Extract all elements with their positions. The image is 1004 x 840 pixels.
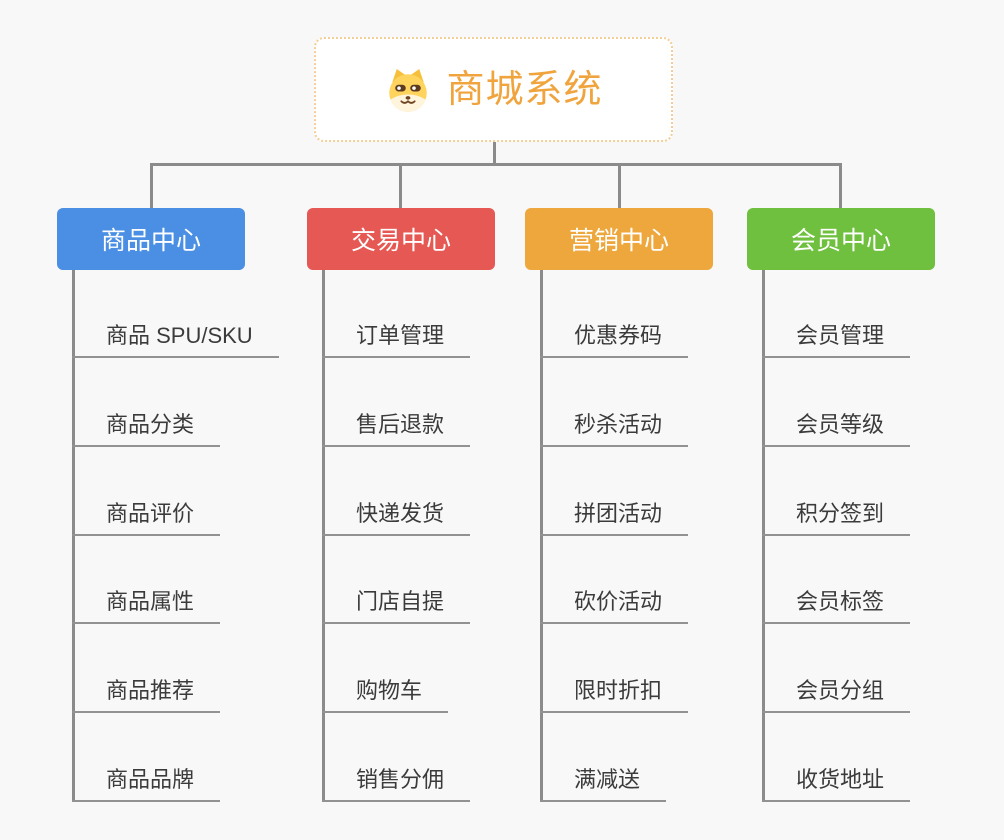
branch-drop-line: [839, 163, 842, 210]
subtopic-item[interactable]: 门店自提: [322, 588, 471, 624]
subtopic-item[interactable]: 秒杀活动: [540, 411, 689, 447]
branch-drop-line: [150, 163, 153, 210]
subtopic-item[interactable]: 满减送: [540, 766, 667, 802]
subtopic-item[interactable]: 商品属性: [72, 588, 221, 624]
branch-node-product-center[interactable]: 商品中心: [57, 208, 245, 270]
dog-face-icon: [389, 68, 428, 112]
subtopic-item[interactable]: 购物车: [322, 677, 449, 713]
subtopic-spine-line: [762, 270, 765, 802]
subtopic-item[interactable]: 砍价活动: [540, 588, 689, 624]
subtopic-spine-line: [322, 270, 325, 802]
subtopic-item[interactable]: 销售分佣: [322, 766, 471, 802]
subtopic-item[interactable]: 会员等级: [762, 411, 911, 447]
subtopic-item[interactable]: 商品 SPU/SKU: [72, 322, 279, 358]
subtopic-item[interactable]: 会员分组: [762, 677, 911, 713]
subtopic-spine-line: [72, 270, 75, 802]
root-topic[interactable]: 商城系统: [314, 37, 673, 142]
branch-drop-line: [399, 163, 402, 210]
branch-node-trade-center[interactable]: 交易中心: [307, 208, 495, 270]
subtopic-item[interactable]: 积分签到: [762, 500, 911, 536]
branch-node-member-center[interactable]: 会员中心: [747, 208, 935, 270]
subtopic-item[interactable]: 拼团活动: [540, 500, 689, 536]
subtopic-item[interactable]: 商品评价: [72, 500, 221, 536]
branch-node-marketing-center[interactable]: 营销中心: [525, 208, 713, 270]
root-title: 商城系统: [446, 68, 603, 111]
subtopic-item[interactable]: 会员标签: [762, 588, 911, 624]
subtopic-item[interactable]: 收货地址: [762, 766, 911, 802]
subtopic-item[interactable]: 快递发货: [322, 500, 471, 536]
subtopic-item[interactable]: 优惠券码: [540, 322, 689, 358]
branch-bus-line: [150, 163, 842, 166]
subtopic-item[interactable]: 订单管理: [322, 322, 471, 358]
subtopic-item[interactable]: 商品推荐: [72, 677, 221, 713]
subtopic-item[interactable]: 售后退款: [322, 411, 471, 447]
subtopic-item[interactable]: 商品品牌: [72, 766, 221, 802]
root-connector-line: [493, 140, 496, 166]
branch-drop-line: [618, 163, 621, 210]
subtopic-item[interactable]: 限时折扣: [540, 677, 689, 713]
subtopic-spine-line: [540, 270, 543, 802]
subtopic-item[interactable]: 商品分类: [72, 411, 221, 447]
subtopic-item[interactable]: 会员管理: [762, 322, 911, 358]
